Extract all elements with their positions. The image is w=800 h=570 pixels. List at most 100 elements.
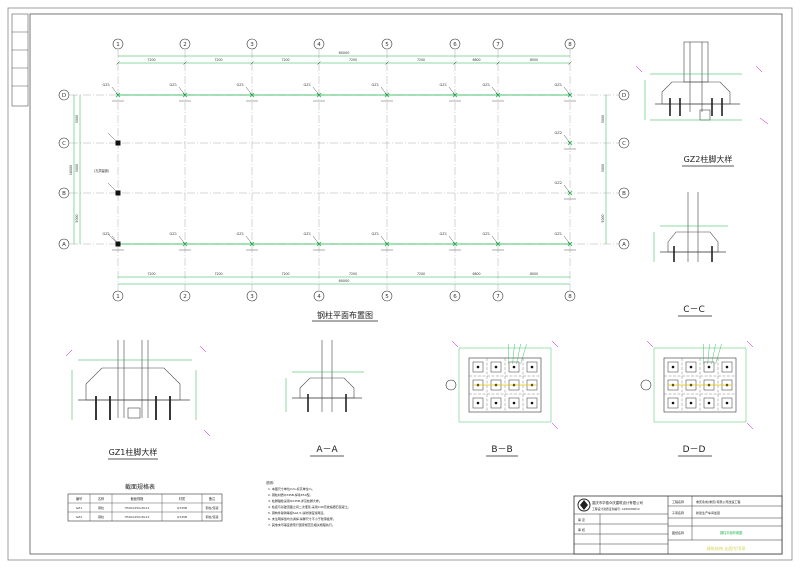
anchor-plate bbox=[508, 397, 520, 409]
axis-bubble-x bbox=[179, 290, 191, 302]
anchor-bolt bbox=[512, 365, 516, 369]
section-table-title: 截面规格表 bbox=[125, 483, 155, 491]
anchor-bolt bbox=[512, 401, 516, 405]
note-line: 7. 其他未尽事宜按现行国家规范及相关规程执行。 bbox=[268, 522, 335, 527]
axis-bubble-y bbox=[618, 137, 630, 149]
axis-bubble-x bbox=[246, 38, 258, 50]
column-leader bbox=[448, 86, 456, 96]
column-leader bbox=[245, 86, 253, 96]
column-leader bbox=[380, 86, 388, 96]
anchor-plate bbox=[472, 361, 484, 373]
dimension-tick bbox=[116, 61, 120, 65]
column-leader bbox=[563, 86, 571, 96]
column-leader bbox=[448, 235, 456, 245]
column-leader bbox=[107, 182, 117, 192]
column-tag: GZ1 bbox=[439, 83, 447, 87]
anchor-plate bbox=[472, 397, 484, 409]
approve-label: 审 定 bbox=[578, 517, 585, 522]
table-frame bbox=[67, 493, 223, 522]
table-cell: Q345B bbox=[177, 515, 187, 519]
bay-dimension: 5000 bbox=[601, 164, 605, 172]
dimension-frame bbox=[653, 347, 747, 423]
table-header-cell: 名称 bbox=[98, 496, 105, 501]
note-line: 3. 柱脚锚栓采用Q235B,详见柱脚大样。 bbox=[268, 498, 322, 503]
table-header-cell: 编号 bbox=[76, 496, 82, 501]
column-tag: GZ1 bbox=[236, 232, 244, 236]
anchor-plate bbox=[721, 397, 733, 409]
bay-dimension: 5000 bbox=[601, 214, 605, 222]
section-dd-title: D－D bbox=[683, 445, 706, 455]
section-cc-detail bbox=[653, 192, 728, 262]
section-bb-detail bbox=[445, 340, 559, 430]
column-leader bbox=[178, 86, 186, 96]
axis-label-x: 1 bbox=[116, 42, 120, 48]
table-cell: H500x250x8x12 bbox=[125, 515, 150, 519]
anchor-plate bbox=[490, 361, 502, 373]
axis-label-y: D bbox=[622, 93, 626, 99]
axis-label-x: 8 bbox=[568, 294, 572, 300]
axis-label-x: 3 bbox=[250, 42, 254, 48]
axis-bubble-x bbox=[492, 290, 504, 302]
axis-bubble-y bbox=[618, 89, 630, 101]
company-name: 重庆市华德众庆建筑设计有限公司 bbox=[592, 500, 643, 505]
anchor-bolt bbox=[671, 365, 675, 369]
overall-dimension-bottom: 60000 bbox=[339, 279, 350, 283]
column-tag: GZ1 bbox=[169, 83, 177, 87]
left-column-note: (孔洞留置) bbox=[94, 168, 109, 173]
drawing-name: 钢柱平面布置图 bbox=[720, 530, 742, 535]
span-dimension-bottom: 7200 bbox=[281, 272, 289, 276]
note-line: 6. 未注明焊缝均为满焊,焊脚尺寸不小于较薄板厚。 bbox=[268, 516, 336, 521]
anchor-bolt bbox=[530, 401, 534, 405]
column-leader bbox=[312, 86, 320, 96]
column-tag: GZ1 bbox=[102, 232, 110, 236]
section-cc-title: C－C bbox=[683, 305, 705, 315]
wall-column-block bbox=[115, 140, 121, 146]
anchor-bolt bbox=[530, 365, 534, 369]
anchor-bolt bbox=[707, 401, 711, 405]
axis-label-x: 4 bbox=[317, 294, 321, 300]
table-header-cell: 截面规格 bbox=[131, 496, 145, 501]
axis-label-x: 7 bbox=[496, 42, 500, 48]
table-cell: 钢柱/混凝 bbox=[205, 514, 218, 519]
axis-bubble-x bbox=[381, 38, 393, 50]
cut-mark bbox=[646, 340, 654, 348]
table-cell: H500x250x8x12 bbox=[125, 506, 150, 510]
axis-bubble-x bbox=[492, 38, 504, 50]
anchor-bolt bbox=[725, 365, 729, 369]
notes-heading: 说明: bbox=[266, 480, 274, 485]
axis-label-y: D bbox=[62, 93, 66, 99]
span-dimension-top: 7200 bbox=[417, 58, 425, 62]
column-tag: GZ1 bbox=[482, 232, 490, 236]
span-dimension-top: 7200 bbox=[281, 58, 289, 62]
span-dimension-bottom: 8000 bbox=[530, 272, 538, 276]
wall-column-block bbox=[115, 190, 121, 196]
column-leader bbox=[111, 86, 119, 96]
table-header-cell: 备注 bbox=[209, 496, 216, 501]
anchor-bolt bbox=[671, 401, 675, 405]
column-tag: GZ1 bbox=[371, 232, 379, 236]
gz1-detail-title: GZ1柱脚大样 bbox=[109, 447, 158, 457]
axis-label-x: 5 bbox=[385, 294, 389, 300]
column-leader bbox=[245, 235, 253, 245]
section-aa-detail bbox=[285, 340, 364, 412]
table-cell: 钢柱 bbox=[98, 514, 104, 519]
axis-bubble-y bbox=[58, 187, 70, 199]
table-cell: 钢柱/混凝 bbox=[205, 505, 218, 510]
axis-bubble-x bbox=[564, 38, 576, 50]
bay-dimension: 5000 bbox=[75, 164, 79, 172]
dimension-tick bbox=[250, 61, 254, 65]
axis-label-x: 5 bbox=[385, 42, 389, 48]
axis-label-y: B bbox=[62, 191, 66, 197]
axis-label-x: 7 bbox=[496, 294, 500, 300]
span-dimension-top: 7200 bbox=[214, 58, 222, 62]
axis-label-x: 3 bbox=[250, 294, 254, 300]
span-dimension-top: 7200 bbox=[147, 58, 155, 62]
axis-bubble-y bbox=[58, 89, 70, 101]
column-leader bbox=[380, 235, 388, 245]
overall-dimension-top: 60000 bbox=[339, 51, 350, 55]
column-leader bbox=[491, 86, 499, 96]
column-tag: GZ2 bbox=[554, 181, 562, 185]
section-dd-detail bbox=[640, 340, 754, 430]
